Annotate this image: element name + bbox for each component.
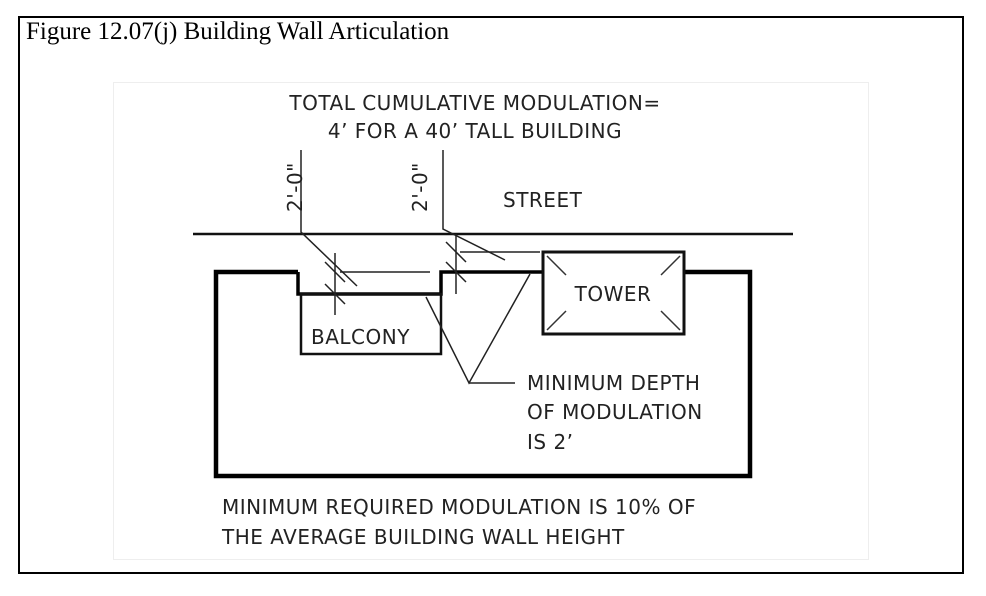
balcony-label: BALCONY — [311, 325, 410, 349]
dimension-label-right: 2'-0" — [408, 162, 432, 212]
figure-frame — [18, 16, 964, 574]
figure-title: Figure 12.07(j) Building Wall Articulati… — [26, 18, 450, 45]
street-label: STREET — [503, 188, 583, 212]
footer-line-2: THE AVERAGE BUILDING WALL HEIGHT — [221, 525, 625, 549]
balcony-box — [299, 292, 443, 356]
heading-line-1: TOTAL CUMULATIVE MODULATION= — [288, 91, 660, 115]
tower-label: TOWER — [574, 282, 652, 306]
heading-line-2: 4’ FOR A 40’ TALL BUILDING — [328, 119, 622, 143]
building-outline — [213, 269, 753, 479]
min-depth-line-2: OF MODULATION — [527, 400, 703, 424]
footer-line-1: MINIMUM REQUIRED MODULATION IS 10% OF — [222, 495, 696, 519]
tower-box — [541, 250, 686, 336]
min-depth-line-1: MINIMUM DEPTH — [527, 371, 700, 395]
diagram-panel — [113, 82, 869, 560]
min-depth-line-3: IS 2’ — [527, 430, 574, 454]
dimension-lines — [300, 150, 540, 385]
dimension-label-left: 2'-0" — [283, 162, 307, 212]
tower-cross-marks — [546, 255, 681, 331]
